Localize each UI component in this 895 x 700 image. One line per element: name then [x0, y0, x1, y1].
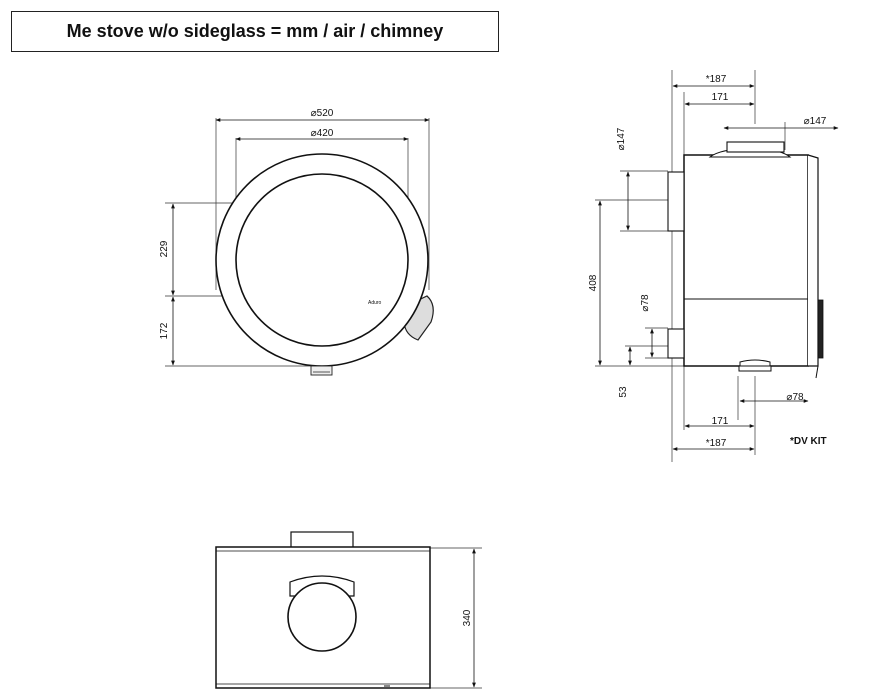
- flue-rear-diameter-label: ⌀147: [616, 127, 627, 150]
- depth-dv-bottom-label: *187: [706, 438, 727, 449]
- air-rear-height-label: 53: [618, 386, 629, 398]
- top-flue-collar: [726, 141, 785, 153]
- brand-logo: Aduro: [368, 300, 382, 306]
- page-title: Me stove w/o sideglass = mm / air / chim…: [66, 21, 444, 41]
- door-glass-circle: [235, 173, 409, 347]
- height-upper-label: 229: [159, 240, 170, 257]
- air-bottom-diameter-label: ⌀78: [786, 392, 804, 403]
- front-height-label: 340: [462, 609, 473, 626]
- flue-rear-height-label: 408: [588, 274, 599, 291]
- title-box: Me stove w/o sideglass = mm / air / chim…: [11, 11, 499, 52]
- side-view: *187 171 ⌀147 ⌀147 408 ⌀78 53 ⌀78 1: [588, 70, 839, 462]
- door-profile: [807, 154, 819, 367]
- front-view: 340: [215, 531, 482, 689]
- stove-side-body: [683, 154, 809, 367]
- inner-diameter-label: ⌀420: [311, 128, 334, 139]
- outer-diameter-label: ⌀520: [311, 108, 334, 119]
- front-foot: [310, 365, 333, 376]
- height-lower-label: 172: [159, 322, 170, 339]
- depth-top-label: 171: [712, 92, 729, 103]
- front-flue-collar: [290, 531, 354, 549]
- door-handle: [817, 299, 824, 359]
- rear-flue-collar: [667, 171, 685, 232]
- rear-flue-outlet: [287, 582, 357, 652]
- depth-dv-top-label: *187: [706, 74, 727, 85]
- top-view: ⌀520 ⌀420 229 172 Aduro: [159, 108, 434, 376]
- depth-bottom-label: 171: [712, 416, 729, 427]
- air-rear-diameter-label: ⌀78: [640, 294, 651, 312]
- flue-top-diameter-label: ⌀147: [804, 116, 827, 127]
- rear-air-inlet: [667, 328, 685, 359]
- dv-kit-footnote: *DV KIT: [790, 436, 827, 447]
